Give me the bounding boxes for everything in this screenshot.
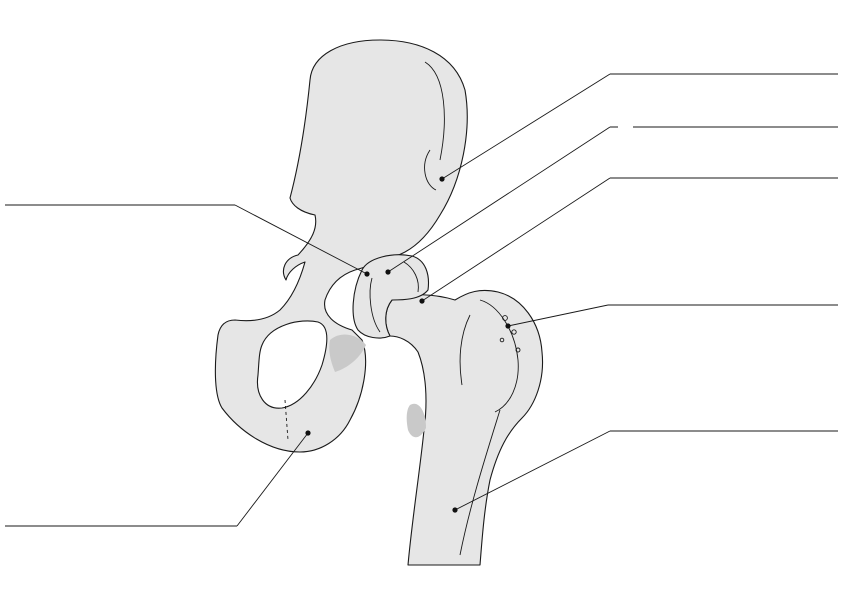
leader-line-7 [5, 430, 311, 527]
leader-line-2 [385, 126, 838, 275]
linea-aspera [459, 409, 501, 556]
leader-line-4 [505, 304, 838, 329]
femur-bone [385, 289, 544, 566]
pointer-dot [364, 271, 370, 277]
pointer-dot [385, 269, 391, 275]
anterior-spine-detail [424, 149, 437, 191]
leader-line-5 [452, 430, 838, 513]
femoral-head [352, 254, 430, 339]
obturator-foramen [256, 320, 328, 409]
leader-line-1 [439, 73, 838, 182]
pointer-dot [505, 323, 511, 329]
ischium-line [284, 399, 289, 441]
pelvis-bone [214, 39, 468, 453]
greater-trochanter-detail [479, 299, 519, 413]
intertrochanteric-line [459, 314, 471, 386]
leader-line-3 [419, 177, 838, 304]
lesser-trochanter-shade [406, 403, 426, 438]
acetabular-notch-shade [329, 334, 366, 372]
pointer-dot [419, 298, 425, 304]
pointer-dot [452, 507, 458, 513]
pointer-dot [305, 430, 311, 436]
iliac-crest-detail [424, 61, 445, 161]
pointer-dot [439, 176, 445, 182]
leader-line-6 [5, 204, 370, 277]
